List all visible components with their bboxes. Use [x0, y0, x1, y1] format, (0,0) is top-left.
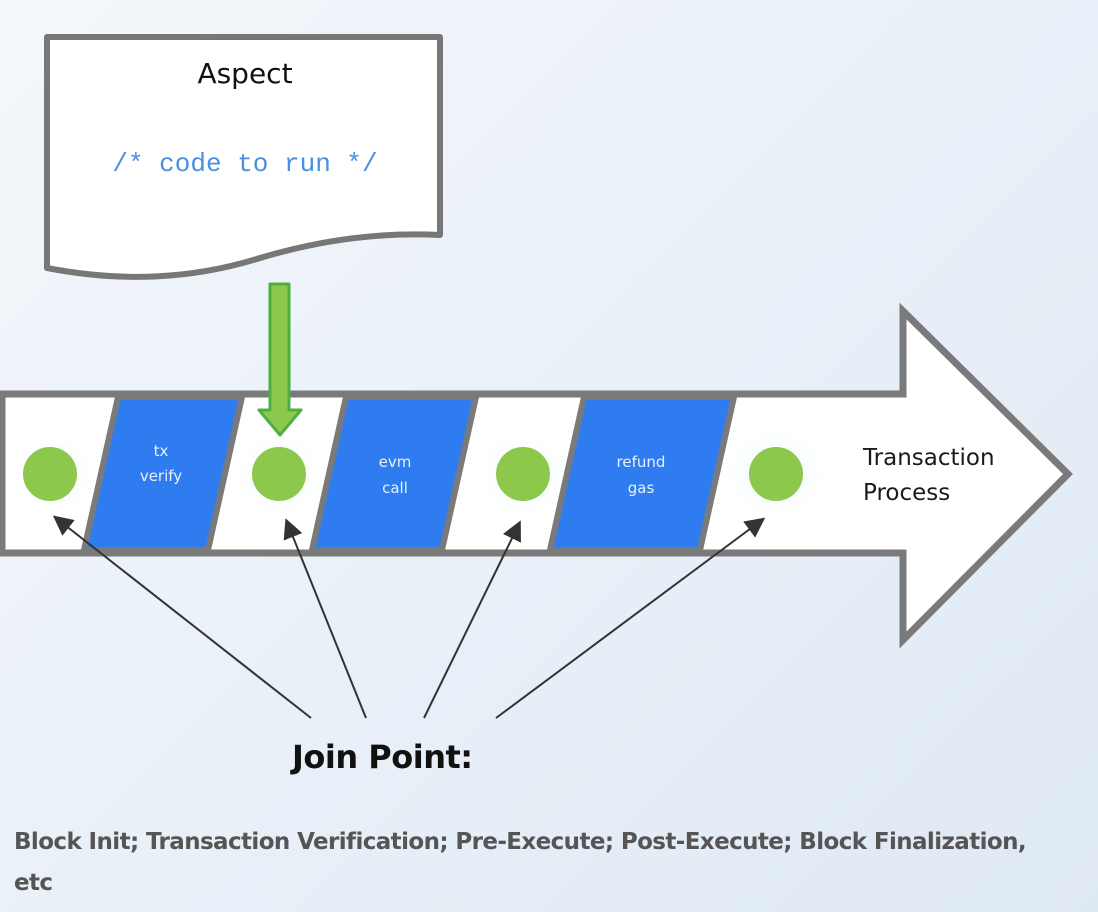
pointer-arrow-3 — [423, 520, 521, 719]
aspect-code: /* code to run */ — [112, 149, 377, 179]
stage-tx-verify-line2: verify — [140, 467, 182, 485]
aspect-document-shape — [44, 34, 443, 280]
process-label-line2: Process — [863, 480, 950, 506]
join-point-pointers — [52, 515, 766, 719]
stage-evm-call: evm call — [308, 394, 480, 553]
aspect-title: Aspect — [197, 57, 292, 90]
stage-evm-call-line1: evm — [379, 453, 412, 471]
join-point-dot-4 — [749, 447, 803, 501]
join-point-description: Block Init; Transaction Verification; Pr… — [14, 829, 1027, 896]
stage-tx-verify-line1: tx — [154, 442, 169, 460]
stage-refund-gas: refund gas — [546, 394, 738, 553]
inject-down-arrow — [257, 282, 303, 437]
pointer-arrow-1 — [52, 515, 312, 719]
stage-refund-gas-line2: gas — [628, 479, 655, 497]
aspect-document: Aspect /* code to run */ — [44, 34, 443, 280]
stage-evm-call-line2: call — [382, 479, 408, 497]
join-point-dot-3 — [496, 447, 550, 501]
process-label-line1: Transaction — [862, 445, 995, 471]
pointer-arrow-4 — [495, 517, 766, 719]
pointer-arrow-2 — [283, 518, 367, 719]
stage-tx-verify: tx verify — [80, 394, 246, 553]
join-point-dot-2 — [252, 447, 306, 501]
join-point-dot-1 — [23, 447, 77, 501]
join-point-title: Join Point: — [292, 738, 473, 776]
stage-refund-gas-line1: refund — [617, 453, 666, 471]
